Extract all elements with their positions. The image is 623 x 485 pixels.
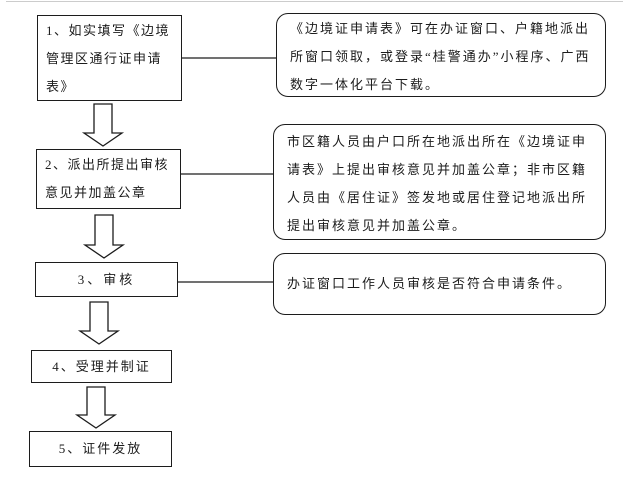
down-arrow-3 [77,301,121,345]
down-arrow-1 [81,103,125,147]
note-box-3: 办证窗口工作人员审核是否符合申请条件。 [273,253,606,315]
step-box-2: 2、派出所提出审核意见并加盖公章 [36,149,181,209]
step-box-4: 4、受理并制证 [31,350,172,383]
down-arrow-2 [82,214,126,259]
step-1-label: 1、如实填写《边境管理区通行证申请表》 [46,23,171,94]
step-box-3: 3、审核 [35,262,178,297]
note-3-text: 办证窗口工作人员审核是否符合申请条件。 [287,276,573,291]
step-5-label: 5、证件发放 [58,441,143,456]
note-2-text: 市区籍人员由户口所在地派出所在《边境证申请表》上提出审核意见并加盖公章；非市区籍… [287,134,588,233]
down-arrow-4 [74,386,118,429]
step-3-label: 3、审核 [77,271,136,287]
step-box-1: 1、如实填写《边境管理区通行证申请表》 [37,15,182,101]
step-2-label: 2、派出所提出审核意见并加盖公章 [45,157,170,200]
note-1-text: 《边境证申请表》可在办证窗口、户籍地派出所窗口领取，或登录“桂警通办”小程序、广… [290,21,591,92]
note-box-1: 《边境证申请表》可在办证窗口、户籍地派出所窗口领取，或登录“桂警通办”小程序、广… [276,13,606,97]
step-4-label: 4、受理并制证 [52,358,151,374]
step-box-5: 5、证件发放 [29,431,172,467]
note-box-2: 市区籍人员由户口所在地派出所在《边境证申请表》上提出审核意见并加盖公章；非市区籍… [273,124,606,240]
